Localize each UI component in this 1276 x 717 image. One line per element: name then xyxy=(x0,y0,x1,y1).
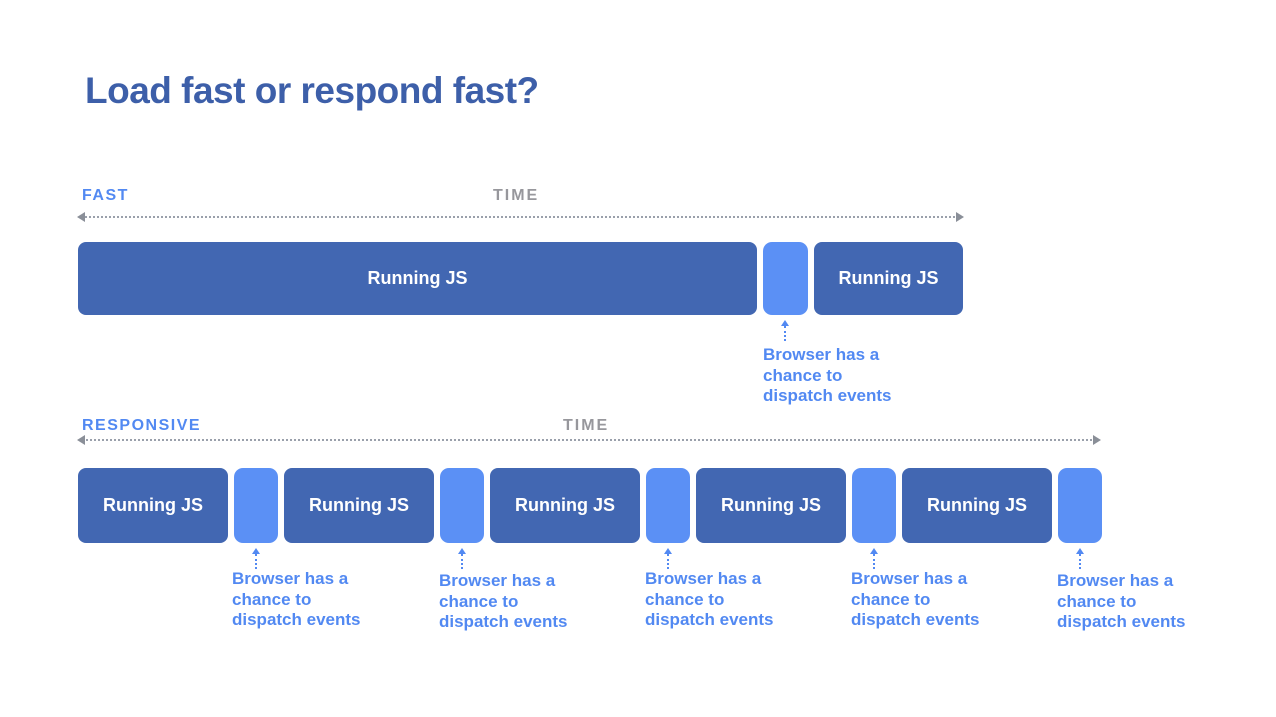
fast-timeline-left-arrow-icon xyxy=(77,212,85,222)
running-js-label: Running JS xyxy=(103,495,203,515)
dotted-up-arrow-line xyxy=(255,554,257,569)
running-js-label: Running JS xyxy=(515,495,615,515)
dotted-up-arrow-line xyxy=(461,554,463,569)
fast-annotation: Browser has a chance to dispatch events xyxy=(763,345,892,405)
responsive-running-js-block-4: Running JS xyxy=(696,468,846,543)
responsive-running-js-block-3: Running JS xyxy=(490,468,640,543)
dotted-up-arrow-icon xyxy=(252,548,260,554)
dotted-up-arrow-icon xyxy=(1076,548,1084,554)
dotted-up-arrow-line xyxy=(873,554,875,569)
responsive-annotation-1: Browser has a chance to dispatch events xyxy=(232,569,361,629)
fast-blocks-row: Running JS Running JS xyxy=(78,242,963,315)
dotted-up-arrow-line xyxy=(784,326,786,341)
responsive-timeline-line xyxy=(82,439,1096,441)
responsive-event-gap-block-2 xyxy=(440,468,484,543)
responsive-annotation-5: Browser has a chance to dispatch events xyxy=(1057,571,1186,631)
fast-track-label: FAST xyxy=(82,187,129,204)
dotted-up-arrow-icon xyxy=(870,548,878,554)
responsive-track-label: RESPONSIVE xyxy=(82,417,202,434)
responsive-annotation-4: Browser has a chance to dispatch events xyxy=(851,569,980,629)
fast-timeline-right-arrow-icon xyxy=(956,212,964,222)
fast-time-label: TIME xyxy=(493,187,540,204)
dotted-up-arrow-line xyxy=(1079,554,1081,569)
dotted-up-arrow-icon xyxy=(458,548,466,554)
dotted-up-arrow-icon xyxy=(664,548,672,554)
running-js-label: Running JS xyxy=(721,495,821,515)
responsive-blocks-row: Running JS Running JS Running JS Running… xyxy=(78,468,1102,543)
page-title: Load fast or respond fast? xyxy=(85,70,539,111)
responsive-timeline-left-arrow-icon xyxy=(77,435,85,445)
responsive-annotation-2: Browser has a chance to dispatch events xyxy=(439,571,568,631)
fast-running-js-block-1: Running JS xyxy=(78,242,757,315)
responsive-running-js-block-2: Running JS xyxy=(284,468,434,543)
fast-timeline-line xyxy=(82,216,959,218)
responsive-event-gap-block-3 xyxy=(646,468,690,543)
running-js-label: Running JS xyxy=(309,495,409,515)
responsive-running-js-block-1: Running JS xyxy=(78,468,228,543)
responsive-event-gap-block-5 xyxy=(1058,468,1102,543)
fast-running-js-block-2: Running JS xyxy=(814,242,963,315)
responsive-annotation-3: Browser has a chance to dispatch events xyxy=(645,569,774,629)
responsive-event-gap-block-4 xyxy=(852,468,896,543)
dotted-up-arrow-line xyxy=(667,554,669,569)
running-js-label: Running JS xyxy=(367,268,468,288)
responsive-event-gap-block-1 xyxy=(234,468,278,543)
running-js-label: Running JS xyxy=(927,495,1027,515)
responsive-running-js-block-5: Running JS xyxy=(902,468,1052,543)
responsive-timeline-right-arrow-icon xyxy=(1093,435,1101,445)
responsive-time-label: TIME xyxy=(563,417,610,434)
dotted-up-arrow-icon xyxy=(781,320,789,326)
fast-event-gap-block xyxy=(763,242,808,315)
running-js-label: Running JS xyxy=(838,268,939,288)
